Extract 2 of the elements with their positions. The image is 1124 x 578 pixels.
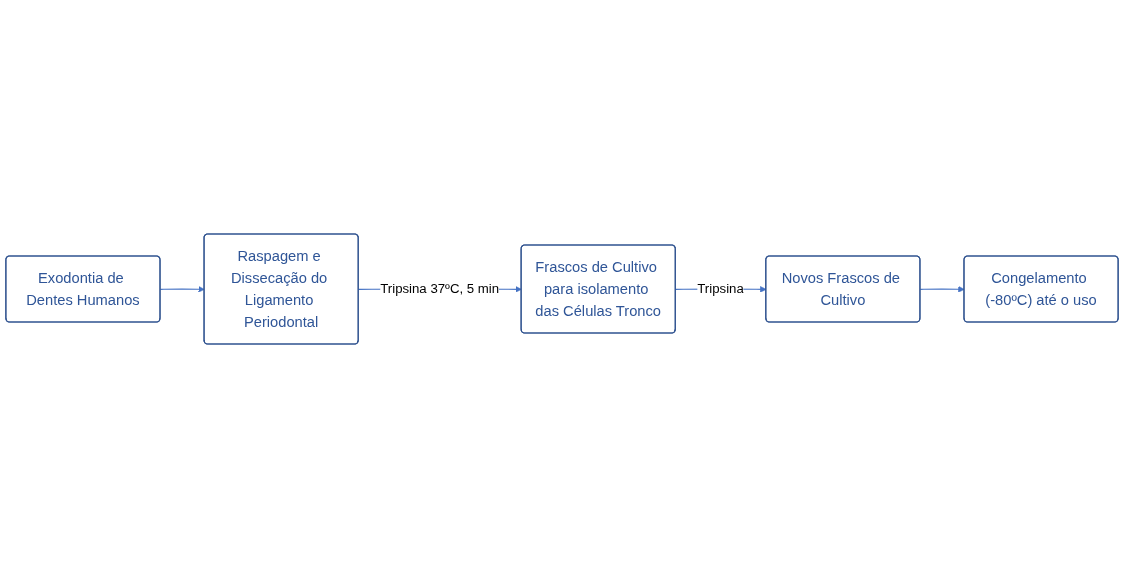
edge-label: Tripsina 37ºC, 5 min bbox=[380, 281, 500, 296]
edge-label: Tripsina bbox=[697, 281, 744, 296]
